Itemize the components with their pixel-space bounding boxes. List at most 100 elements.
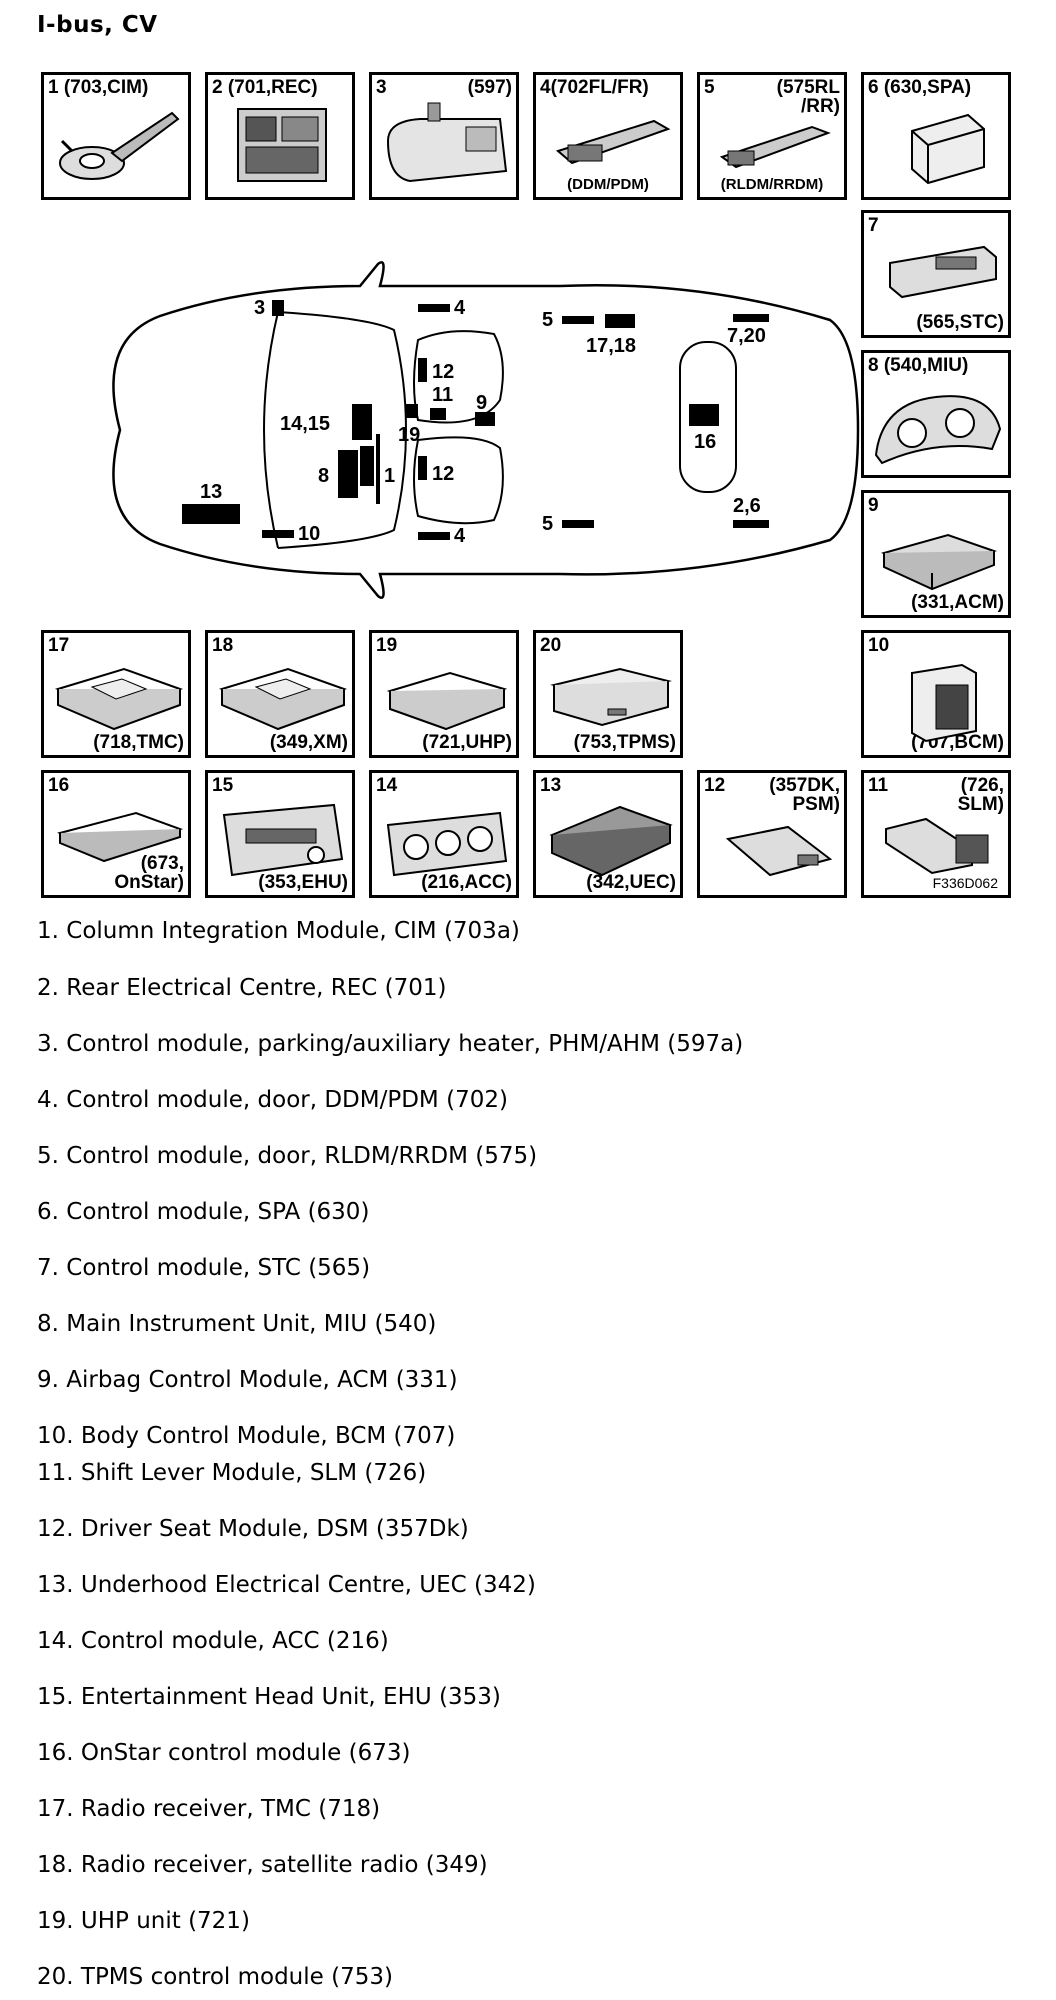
legend-item: 10. Body Control Module, BCM (707): [37, 1423, 456, 1449]
module-box-8: 8 (540,MIU): [861, 350, 1011, 478]
module-label: 15: [212, 775, 234, 796]
module-label: 4(702FL/FR): [540, 77, 649, 98]
module-box-6: 6 (630,SPA): [861, 72, 1011, 200]
module-sublabel: (349,XM): [269, 732, 348, 753]
marker-5-top: [562, 316, 594, 324]
module-label: 13: [540, 775, 562, 796]
location-label-11: 11: [432, 384, 454, 406]
body-control-module-illustration: [911, 663, 977, 743]
marker-7-20: [733, 314, 769, 322]
module-sublabel: (718,TMC): [93, 732, 184, 753]
legend-item: 16. OnStar control module (673): [37, 1740, 411, 1766]
location-label-12-top: 12: [432, 361, 455, 383]
onstar-module-illustration: [57, 811, 184, 863]
location-label-12-bottom: 12: [432, 463, 455, 485]
module-box-3: 3 (597): [369, 72, 519, 200]
module-sublabel: (353,EHU): [258, 872, 348, 893]
marker-2-6: [733, 520, 769, 528]
module-box-17: 17 (718,TMC): [41, 630, 191, 758]
instrument-cluster-illustration: [874, 395, 1002, 465]
legend-item: 15. Entertainment Head Unit, EHU (353): [37, 1684, 501, 1710]
module-code: (575RL /RR): [776, 77, 840, 117]
front-seats-outline: [413, 330, 504, 424]
module-label: 10: [868, 635, 890, 656]
legend-item: 1. Column Integration Module, CIM (703a): [37, 918, 520, 944]
figure-code: F336D062: [932, 875, 998, 891]
marker-12-bottom: [418, 456, 427, 480]
legend-item: 9. Airbag Control Module, ACM (331): [37, 1367, 458, 1393]
rear-door-module-illustration: [719, 125, 831, 169]
location-label-4-bottom: 4: [454, 525, 466, 547]
airbag-module-illustration: [880, 533, 998, 591]
module-label: 17: [48, 635, 70, 656]
module-label: 6 (630,SPA): [868, 77, 972, 98]
module-box-2: 2 (701,REC): [205, 72, 355, 200]
module-box-10: 10 (707,BCM): [861, 630, 1011, 758]
module-location-markers: [182, 300, 769, 540]
module-code: (726, SLM): [957, 775, 1004, 815]
module-label: 19: [376, 635, 398, 656]
location-label-3: 3: [254, 297, 266, 319]
location-label-7-20: 7,20: [727, 325, 766, 347]
module-label: 5: [704, 77, 715, 98]
diagram-title: I-bus, CV: [37, 12, 158, 38]
module-sublabel: (673, OnStar): [114, 853, 184, 893]
module-label: 16: [48, 775, 70, 796]
underhood-centre-illustration: [549, 805, 673, 877]
module-box-20: 20 (753,TPMS): [533, 630, 683, 758]
module-label: 11: [868, 775, 889, 796]
module-code: (357DK, PSM): [769, 775, 840, 815]
location-label-14-15: 14,15: [280, 413, 331, 435]
legend-item: 3. Control module, parking/auxiliary hea…: [37, 1031, 744, 1057]
uhp-unit-illustration: [386, 671, 508, 731]
location-label-2-6: 2,6: [733, 495, 761, 517]
module-label: 1 (703,CIM): [48, 77, 149, 98]
legend-item: 8. Main Instrument Unit, MIU (540): [37, 1311, 437, 1337]
location-label-16: 16: [694, 431, 717, 453]
module-sublabel: (RLDM/RRDM): [720, 176, 824, 193]
module-box-18: 18 (349,XM): [205, 630, 355, 758]
legend-item: 20. TPMS control module (753): [37, 1964, 393, 1990]
module-sublabel: (216,ACC): [421, 872, 512, 893]
module-box-9: 9 (331,ACM): [861, 490, 1011, 618]
legend-item: 17. Radio receiver, TMC (718): [37, 1796, 381, 1822]
marker-8: [338, 450, 358, 498]
location-label-13: 13: [200, 481, 223, 503]
marker-12-top: [418, 358, 427, 382]
module-label: 12: [704, 775, 726, 796]
marker-13: [182, 504, 240, 524]
module-box-14: 14 (216,ACC): [369, 770, 519, 898]
module-label: 18: [212, 635, 234, 656]
head-unit-illustration: [222, 803, 344, 877]
car-body-outline: [112, 261, 860, 599]
module-sublabel: (DDM/PDM): [567, 176, 649, 193]
module-label: 8 (540,MIU): [868, 355, 969, 376]
module-box-1: 1 (703,CIM): [41, 72, 191, 200]
location-label-1: 1: [384, 465, 396, 487]
satellite-receiver-illustration: [218, 667, 348, 731]
legend-item: 18. Radio receiver, satellite radio (349…: [37, 1852, 488, 1878]
module-label: 9: [868, 495, 879, 516]
marker-19: [406, 404, 418, 418]
tmc-receiver-illustration: [54, 667, 184, 731]
trunk-outline: [679, 341, 737, 493]
module-box-19: 19 (721,UHP): [369, 630, 519, 758]
module-box-15: 15 (353,EHU): [205, 770, 355, 898]
module-label: 2 (701,REC): [212, 77, 318, 98]
legend-item: 11. Shift Lever Module, SLM (726): [37, 1460, 427, 1486]
marker-1-bar: [376, 434, 380, 504]
legend-item: 5. Control module, door, RLDM/RRDM (575): [37, 1143, 538, 1169]
module-sublabel: (721,UHP): [422, 732, 512, 753]
marker-5-bottom: [562, 520, 594, 528]
module-label: 7: [868, 215, 879, 236]
legend-item: 12. Driver Seat Module, DSM (357Dk): [37, 1516, 469, 1542]
module-label: 14: [376, 775, 398, 796]
module-box-12: 12 (357DK, PSM): [697, 770, 847, 898]
windshield-outline: [263, 311, 279, 549]
spa-module-illustration: [911, 113, 985, 185]
module-code: (597): [467, 77, 512, 98]
module-box-7: 7 (565,STC): [861, 210, 1011, 338]
legend-item: 2. Rear Electrical Centre, REC (701): [37, 975, 447, 1001]
marker-3: [272, 300, 284, 316]
door-module-illustration: [555, 119, 671, 165]
